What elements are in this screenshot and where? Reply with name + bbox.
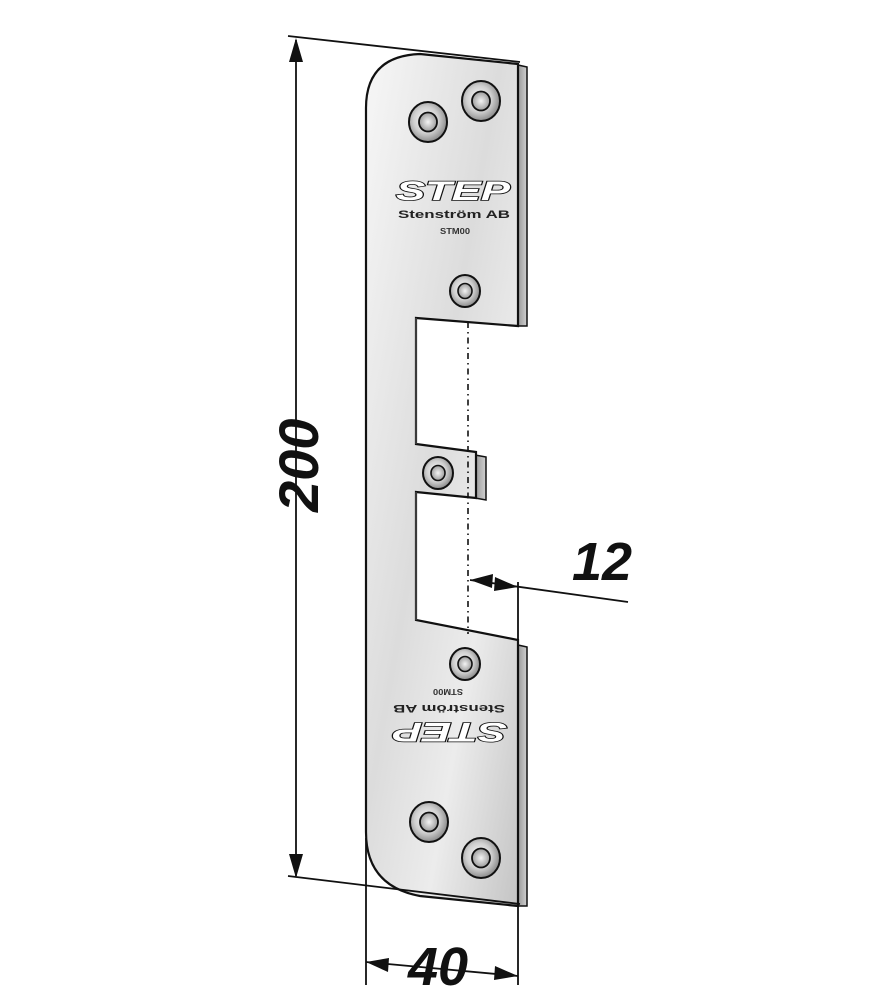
arrow-offset-left [470,574,493,588]
extension-line-bottom [287,875,521,905]
countersunk-hole-icon [409,801,449,843]
arrow-up [289,38,303,62]
width-label: 40 [407,937,468,997]
model-mark-rotated: STM00 [433,687,463,697]
upper-engraving: STEP Stenström AB STM00 [395,175,512,236]
countersunk-hole-icon [449,647,481,681]
lower-engraving: STEP Stenström AB STM00 [391,687,508,748]
height-dimension [287,35,521,905]
offset-dimension [469,574,629,640]
countersunk-hole-icon [408,101,448,143]
countersunk-hole-icon [422,456,454,490]
extension-line-top [287,35,521,63]
model-mark: STM00 [440,226,470,236]
brand-mark-rotated: STEP [391,717,507,747]
countersunk-hole-icon [461,837,501,879]
countersunk-hole-icon [449,274,481,308]
arrow-left [366,958,389,972]
countersunk-hole-icon [461,80,501,122]
maker-mark: Stenström AB [398,209,510,221]
width-dim-line [365,961,519,977]
maker-mark-rotated: Stenström AB [393,702,505,714]
offset-label: 12 [572,532,632,592]
arrow-right [494,966,518,980]
width-dimension [365,838,519,985]
arrow-offset-right [494,577,518,591]
brand-mark: STEP [396,176,512,206]
screw-holes [408,80,501,879]
height-label: 200 [267,419,330,513]
arrow-down [289,854,303,878]
